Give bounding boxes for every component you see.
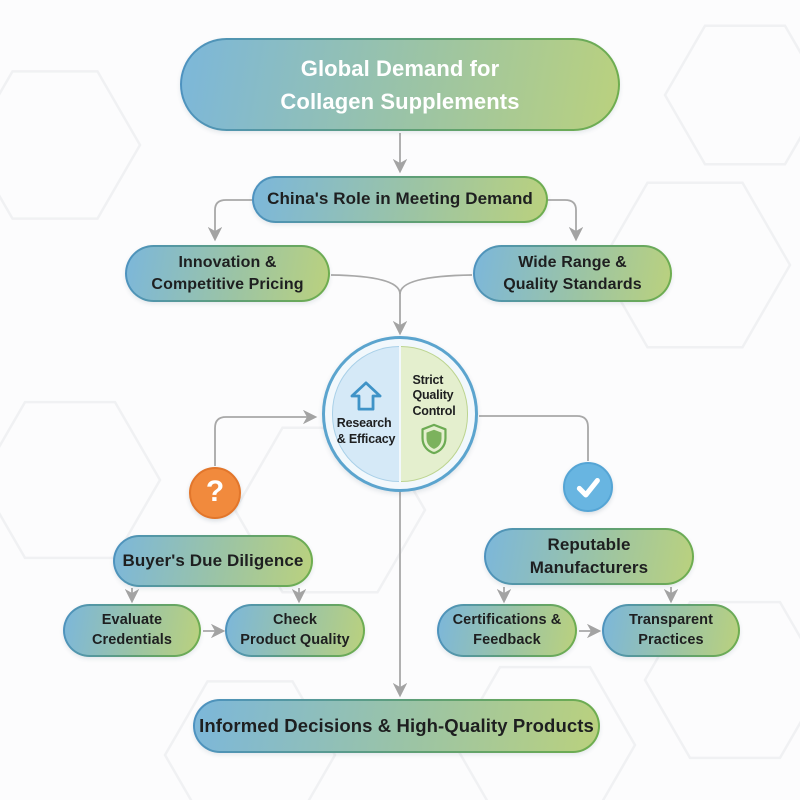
connector-circle-to-check <box>479 415 589 461</box>
connector-innovation-merge <box>330 274 401 295</box>
node-innovation-pricing-label: Innovation & Competitive Pricing <box>151 254 304 293</box>
connector-china-to-innovation <box>207 199 254 242</box>
node-check-product-quality: Check Product Quality <box>225 604 365 657</box>
node-buyer-due-diligence: Buyer's Due Diligence <box>113 535 313 587</box>
check-badge <box>563 462 613 512</box>
node-informed-decisions-body: Informed Decisions & High-Quality Produc… <box>195 701 598 751</box>
circle-research-label: Research & Efficacy <box>336 415 396 446</box>
node-global-demand-body: Global Demand for Collagen Supplements <box>182 40 618 129</box>
node-certifications-feedback: Certifications & Feedback <box>437 604 577 657</box>
node-wide-range-quality: Wide Range & Quality Standards <box>473 245 672 302</box>
node-reputable-manufacturers-label: Reputable Manufacturers <box>529 535 649 577</box>
node-transparent-practices-label: Transparent Practices <box>628 611 714 648</box>
node-transparent-practices-body: Transparent Practices <box>604 606 738 655</box>
node-evaluate-credentials-label: Evaluate Credentials <box>91 611 173 648</box>
node-china-role-body: China's Role in Meeting Demand <box>254 178 546 221</box>
node-check-product-quality-body: Check Product Quality <box>227 606 363 655</box>
node-china-role-label: China's Role in Meeting Demand <box>267 189 533 209</box>
up-arrow-icon <box>350 381 382 411</box>
node-global-demand-label: Global Demand for Collagen Supplements <box>280 55 520 114</box>
node-informed-decisions: Informed Decisions & High-Quality Produc… <box>193 699 600 753</box>
connector-china-to-wide-range <box>546 199 584 242</box>
shield-icon <box>421 424 447 455</box>
connector-question-to-circle <box>214 409 318 466</box>
node-reputable-manufacturers: Reputable Manufacturers <box>484 528 694 585</box>
circle-half-quality: Strict Quality Control <box>401 346 468 482</box>
node-reputable-manufacturers-body: Reputable Manufacturers <box>486 530 692 583</box>
question-badge: ? <box>189 467 241 519</box>
node-informed-decisions-label: Informed Decisions & High-Quality Produc… <box>199 714 594 736</box>
node-innovation-pricing-body: Innovation & Competitive Pricing <box>127 247 328 300</box>
node-buyer-due-diligence-label: Buyer's Due Diligence <box>122 550 304 570</box>
circle-half-research: Research & Efficacy <box>332 346 399 482</box>
node-certifications-feedback-body: Certifications & Feedback <box>439 606 575 655</box>
node-global-demand: Global Demand for Collagen Supplements <box>180 38 620 131</box>
node-certifications-feedback-label: Certifications & Feedback <box>452 611 562 648</box>
node-check-product-quality-label: Check Product Quality <box>240 611 350 648</box>
connector-wide-range-merge <box>399 274 473 295</box>
node-evaluate-credentials-body: Evaluate Credentials <box>65 606 199 655</box>
circle-quality-label: Strict Quality Control <box>412 372 456 418</box>
node-transparent-practices: Transparent Practices <box>602 604 740 657</box>
node-buyer-due-diligence-body: Buyer's Due Diligence <box>115 537 311 585</box>
node-research-quality-circle: Research & Efficacy Strict Quality Contr… <box>322 336 478 492</box>
node-evaluate-credentials: Evaluate Credentials <box>63 604 201 657</box>
question-mark-icon: ? <box>205 474 225 508</box>
checkmark-icon <box>576 478 600 498</box>
node-china-role: China's Role in Meeting Demand <box>252 176 548 223</box>
node-innovation-pricing: Innovation & Competitive Pricing <box>125 245 330 302</box>
node-wide-range-quality-label: Wide Range & Quality Standards <box>503 254 642 293</box>
node-wide-range-quality-body: Wide Range & Quality Standards <box>475 247 670 300</box>
